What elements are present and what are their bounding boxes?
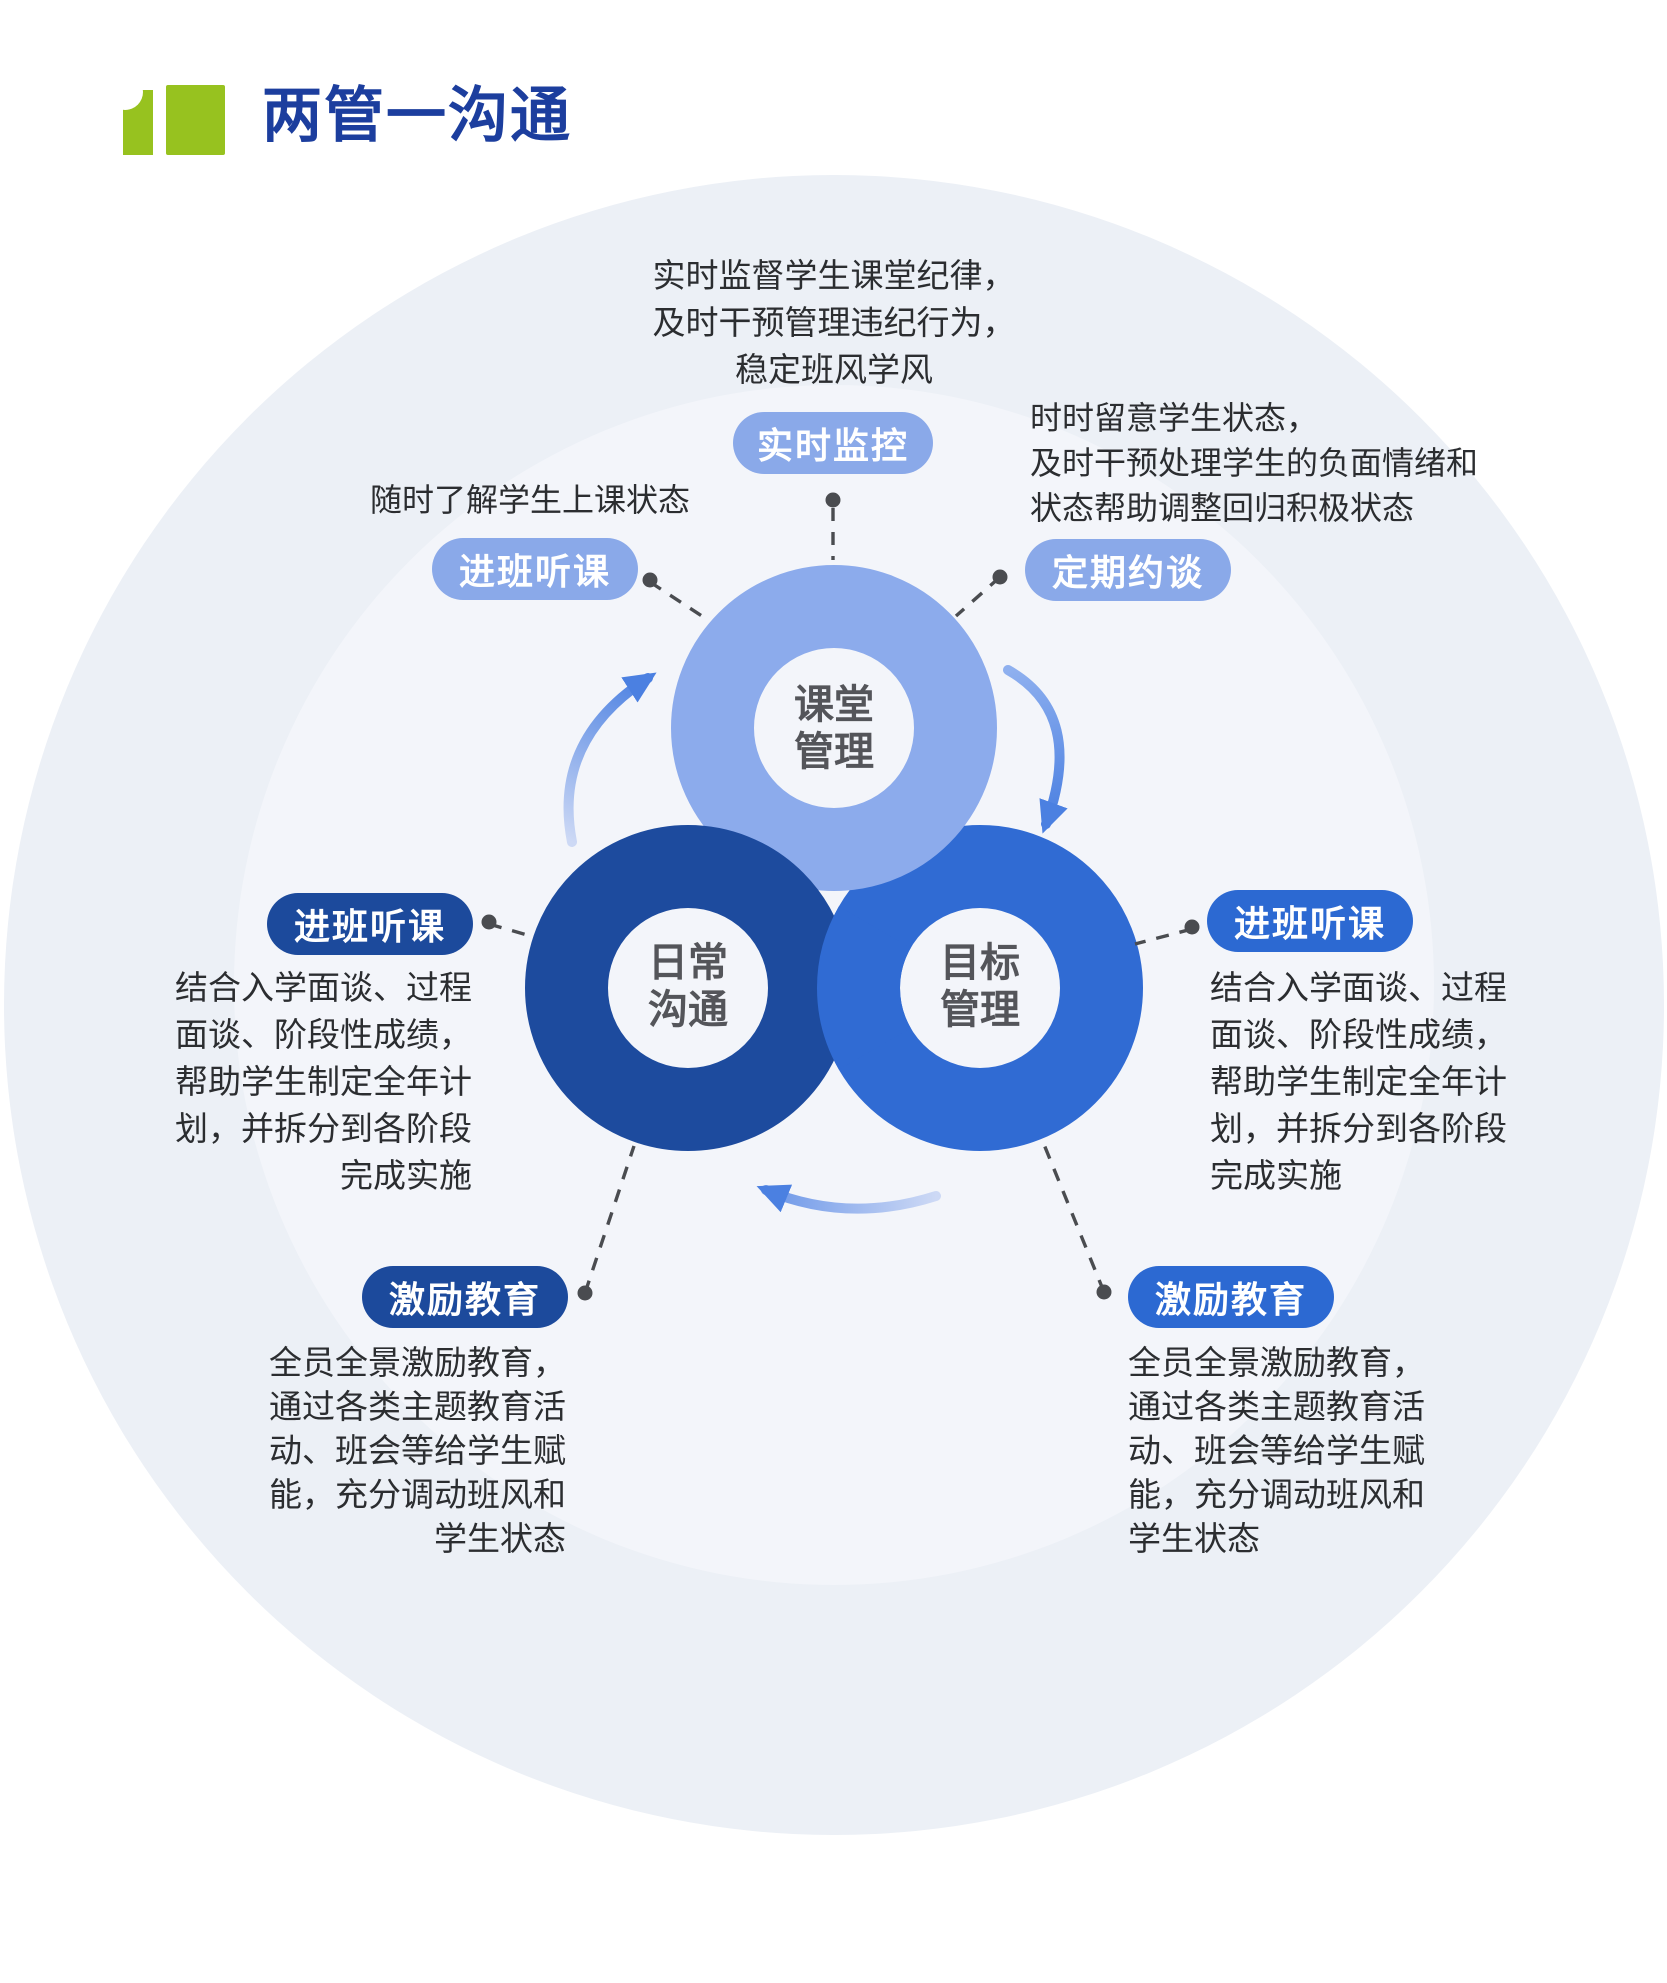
pill-class-observation-mid-left: 进班听课 bbox=[267, 893, 473, 955]
connector-dots bbox=[481, 492, 1200, 1301]
dashed-connectors bbox=[488, 508, 1193, 1294]
connector-bottom-right bbox=[1041, 1141, 1106, 1293]
page-title: 两管一沟通 bbox=[262, 82, 572, 149]
connector-top-left bbox=[649, 580, 709, 622]
pill-incentive-education-left: 激励教育 bbox=[362, 1266, 568, 1328]
ring-label-classroom: 课堂 管理 bbox=[794, 683, 874, 774]
connector-top-right bbox=[954, 575, 1002, 618]
note-bottom-left: 全员全景激励教育， 通过各类主题教育活 动、班会等给学生赋 能，充分调动班风和 … bbox=[269, 1344, 566, 1557]
pill-realtime-monitoring: 实时监控 bbox=[733, 412, 933, 474]
arrow-down-right bbox=[1003, 665, 1068, 834]
note-mid-right: 结合入学面谈、过程 面谈、阶段性成绩， 帮助学生制定全年计 划，并拆分到各阶段 … bbox=[1210, 969, 1507, 1194]
ring-label-daily-communication: 日常 沟通 bbox=[648, 941, 728, 1032]
pill-regular-interview: 定期约谈 bbox=[1025, 539, 1231, 601]
ring-classroom-management bbox=[671, 565, 997, 891]
arrow-left-bottom bbox=[756, 1184, 941, 1214]
note-top-left: 随时了解学生上课状态 bbox=[369, 482, 690, 518]
ring-label-goal-management: 目标 管理 bbox=[940, 941, 1020, 1032]
note-top-right: 时时留意学生状态， 及时干预处理学生的负面情绪和 状态帮助调整回归积极状态 bbox=[1030, 400, 1479, 526]
logo-notch bbox=[107, 74, 143, 110]
note-top: 实时监督学生课堂纪律， 及时干预管理违纪行为， 稳定班风学风 bbox=[652, 257, 1016, 388]
ring-goal-overlap-segment bbox=[817, 906, 912, 1070]
pill-class-observation-mid-right: 进班听课 bbox=[1207, 890, 1413, 952]
note-bottom-right: 全员全景激励教育， 通过各类主题教育活 动、班会等给学生赋 能，充分调动班风和 … bbox=[1128, 1344, 1425, 1557]
pill-class-observation-top-left: 进班听课 bbox=[432, 538, 638, 600]
brand-logo-square-icon bbox=[166, 85, 225, 155]
connector-mid-right bbox=[1134, 927, 1193, 946]
connector-mid-left bbox=[488, 922, 535, 939]
pill-incentive-education-right: 激励教育 bbox=[1128, 1266, 1334, 1328]
ring-daily-communication bbox=[525, 825, 851, 1151]
arrow-up-left bbox=[563, 672, 657, 847]
note-mid-left: 结合入学面谈、过程 面谈、阶段性成绩， 帮助学生制定全年计 划，并拆分到各阶段 … bbox=[175, 969, 472, 1194]
brand-logo-icon bbox=[107, 74, 153, 155]
connector-bottom-left bbox=[583, 1145, 636, 1294]
